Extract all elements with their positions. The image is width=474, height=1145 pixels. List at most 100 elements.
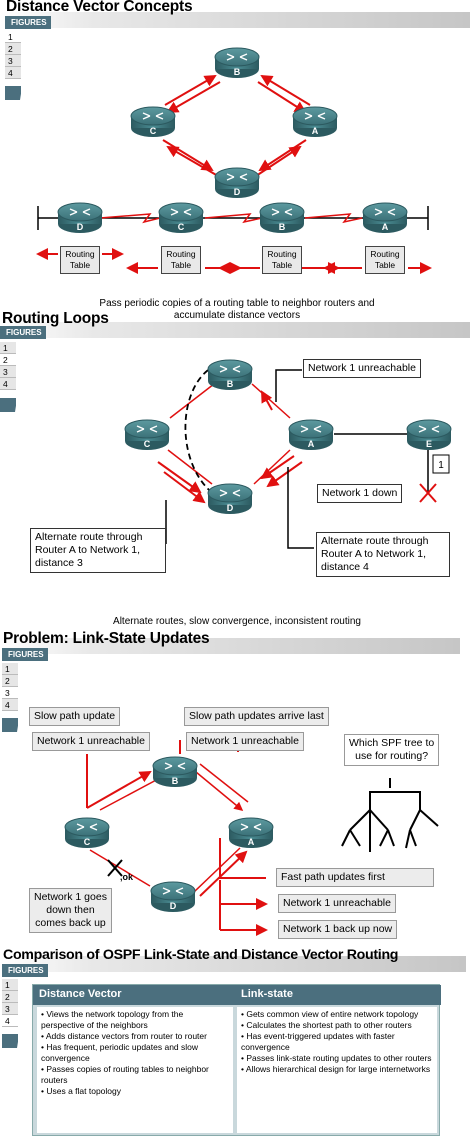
figures-tab: FIGURES (2, 648, 48, 661)
svg-text:B: B (234, 67, 241, 77)
list-item: • Passes copies of routing tables to nei… (41, 1064, 209, 1085)
fast-path-first-callout: Fast path updates first (276, 868, 434, 887)
svg-text:D: D (234, 187, 241, 197)
fast-path-arrows (219, 838, 268, 936)
figure-link-3[interactable]: 3 (5, 55, 21, 67)
panel-title: Problem: Link-State Updates (3, 630, 210, 647)
comparison-header: Distance Vector Link-state (33, 985, 441, 1005)
list-item: • Has event-triggered updates with faste… (241, 1031, 395, 1052)
router-c: C (130, 105, 176, 139)
figure-list: 1 2 3 4 (0, 342, 16, 390)
table-exchange-arrows (36, 248, 432, 274)
slow-path-update-callout: Slow path update (29, 707, 121, 726)
figure-link-3[interactable]: 3 (2, 1003, 18, 1015)
router-e: E (406, 418, 452, 452)
link-down-cross-icon (419, 483, 437, 503)
title-bar (0, 12, 470, 28)
bus-router-a: A (362, 201, 408, 235)
svg-text:A: A (382, 222, 389, 232)
figure-link-3[interactable]: 3 (0, 366, 16, 378)
svg-text:A: A (308, 439, 315, 449)
list-item: • Gets common view of entire network top… (241, 1009, 419, 1019)
panel-title: Comparison of OSPF Link-State and Distan… (3, 947, 399, 963)
svg-text:A: A (312, 126, 319, 136)
figure-link-4[interactable]: 4 (0, 378, 16, 390)
routing-loop-diagram: 1 (157, 361, 450, 549)
figure-link-4[interactable]: 4 (2, 1015, 18, 1027)
svg-text:1: 1 (438, 460, 444, 471)
router-d: D (214, 166, 260, 200)
figure-link-3[interactable]: 3 (2, 687, 18, 699)
network1-unreachable-right-callout: Network 1 unreachable (278, 894, 396, 913)
figure-list-tail (0, 398, 16, 412)
figure-link-2[interactable]: 2 (5, 43, 21, 55)
link-state-column: • Gets common view of entire network top… (237, 1007, 437, 1133)
router-a: A (228, 816, 274, 850)
panel-routing-loops: Routing Loops FIGURES 1 2 3 4 (0, 310, 474, 630)
figure-link-2[interactable]: 2 (2, 675, 18, 687)
loop-path (184, 361, 227, 497)
figure-link-4[interactable]: 4 (5, 67, 21, 79)
svg-text:,ok: ,ok (120, 872, 134, 882)
figures-tab: FIGURES (2, 964, 48, 977)
router-c: C (124, 418, 170, 452)
panel-title: Routing Loops (2, 310, 109, 327)
router-a: A (288, 418, 334, 452)
svg-text:D: D (227, 503, 234, 513)
figure-link-2[interactable]: 2 (2, 991, 18, 1003)
link-state-diagram: ,ok (86, 740, 439, 936)
figure-link-1[interactable]: 1 (2, 979, 18, 991)
router-c: C (64, 816, 110, 850)
router-d: D (150, 880, 196, 914)
figure-link-4[interactable]: 4 (2, 699, 18, 711)
svg-text:C: C (84, 837, 91, 847)
figure-link-1[interactable]: 1 (5, 31, 21, 43)
column-header-distance-vector: Distance Vector (39, 988, 122, 1000)
panel-title: Distance Vector Concepts (6, 0, 193, 15)
list-item: • Allows hierarchical design for large i… (241, 1064, 431, 1074)
distance-vector-diagram (36, 74, 432, 274)
spf-tree-icon (341, 778, 439, 852)
svg-text:C: C (150, 126, 157, 136)
title-bar (0, 956, 466, 972)
svg-text:B: B (279, 222, 286, 232)
figure-list: 1 2 3 4 (5, 31, 21, 79)
figure-link-1[interactable]: 1 (2, 663, 18, 675)
figure-list-tail (2, 718, 18, 732)
loop-arrows (157, 390, 303, 504)
panel-caption: Alternate routes, slow convergence, inco… (113, 616, 361, 627)
panel-ospf-comparison: Comparison of OSPF Link-State and Distan… (0, 947, 474, 1145)
svg-text:B: B (227, 379, 234, 389)
link-break-x-icon (107, 859, 123, 877)
network1-unreachable-callout: Network 1 unreachable (303, 359, 421, 378)
svg-text:E: E (426, 439, 432, 449)
comparison-table: Distance Vector Link-state • Views the n… (32, 984, 441, 1136)
svg-text:B: B (172, 776, 179, 786)
router-b: B (207, 358, 253, 392)
title-bar (0, 638, 460, 654)
slow-path-arrive-last-callout: Slow path updates arrive last (184, 707, 329, 726)
svg-text:D: D (170, 901, 177, 911)
figures-tab: FIGURES (5, 16, 51, 29)
title-bar (0, 322, 470, 338)
list-item: • Calculates the shortest path to other … (241, 1020, 412, 1030)
list-item: • Has frequent, periodic updates and slo… (41, 1042, 199, 1063)
panel-caption: Pass periodic copies of a routing table … (99, 298, 375, 321)
network1-unreachable-left-callout: Network 1 unreachable (32, 732, 150, 751)
figure-link-1[interactable]: 1 (0, 342, 16, 354)
network1-down-callout: Network 1 down (317, 484, 403, 503)
svg-text:C: C (178, 222, 185, 232)
router-b: B (214, 46, 260, 80)
network1-back-up-callout: Network 1 back up now (278, 920, 398, 939)
svg-text:A: A (248, 837, 255, 847)
figure-link-2[interactable]: 2 (0, 354, 16, 366)
panel-link-state-updates: Problem: Link-State Updates FIGURES 1 2 … (0, 630, 474, 948)
